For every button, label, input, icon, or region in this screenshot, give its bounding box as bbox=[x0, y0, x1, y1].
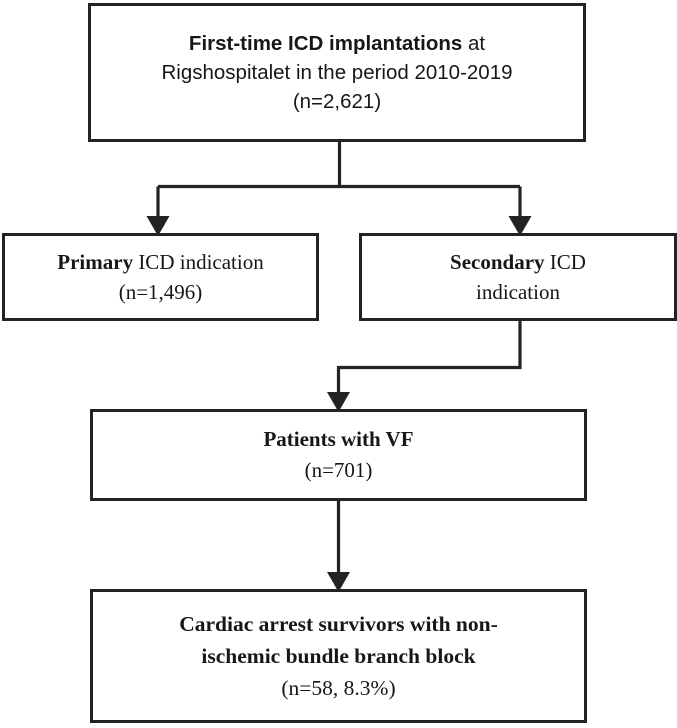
arrowhead-to-vf bbox=[327, 392, 350, 412]
node-outcome-cohort: Cardiac arrest survivors with non- ische… bbox=[90, 589, 587, 723]
node-secondary-line-1-bold: Secondary bbox=[450, 250, 545, 274]
node-source-cohort: First-time ICD implantations at Rigshosp… bbox=[88, 3, 586, 142]
arrowhead-to-outcome bbox=[327, 572, 350, 592]
node-source-line-1-bold: First-time ICD implantations bbox=[188, 32, 463, 55]
node-outcome-count: (n=58, 8.3%) bbox=[281, 676, 396, 700]
node-source-line-1-rest: at bbox=[462, 32, 486, 55]
node-vf-count: (n=701) bbox=[304, 458, 373, 482]
arrowhead-to-secondary bbox=[508, 216, 532, 236]
node-secondary-line-2: indication bbox=[476, 280, 560, 304]
node-primary-count: (n=1,496) bbox=[118, 280, 203, 304]
node-source-line-2: Rigshospitalet in the period 2010-2019 bbox=[161, 61, 513, 84]
node-patients-with-vf: Patients with VF (n=701) bbox=[90, 409, 587, 501]
edge-secondary-to-vf-line bbox=[336, 321, 522, 400]
node-vf-line-1: Patients with VF bbox=[263, 427, 414, 451]
node-outcome-line-1: Cardiac arrest survivors with non- bbox=[179, 612, 498, 636]
node-outcome-line-2: ischemic bundle branch block bbox=[201, 644, 476, 668]
node-primary-line-1-bold: Primary bbox=[57, 250, 134, 274]
node-secondary-indication: Secondary ICD indication bbox=[359, 233, 677, 321]
node-source-count: (n=2,621) bbox=[292, 90, 382, 113]
node-primary-line-1-rest: ICD indication bbox=[133, 250, 264, 274]
node-primary-indication: Primary ICD indication (n=1,496) bbox=[2, 233, 319, 321]
node-secondary-line-1-rest: ICD bbox=[544, 250, 586, 274]
arrowhead-to-primary bbox=[146, 216, 170, 236]
node-source-line-1: First-time ICD implantations at bbox=[189, 29, 485, 58]
node-primary-line-1: Primary ICD indication bbox=[57, 247, 263, 277]
node-secondary-line-1: Secondary ICD bbox=[450, 247, 586, 277]
